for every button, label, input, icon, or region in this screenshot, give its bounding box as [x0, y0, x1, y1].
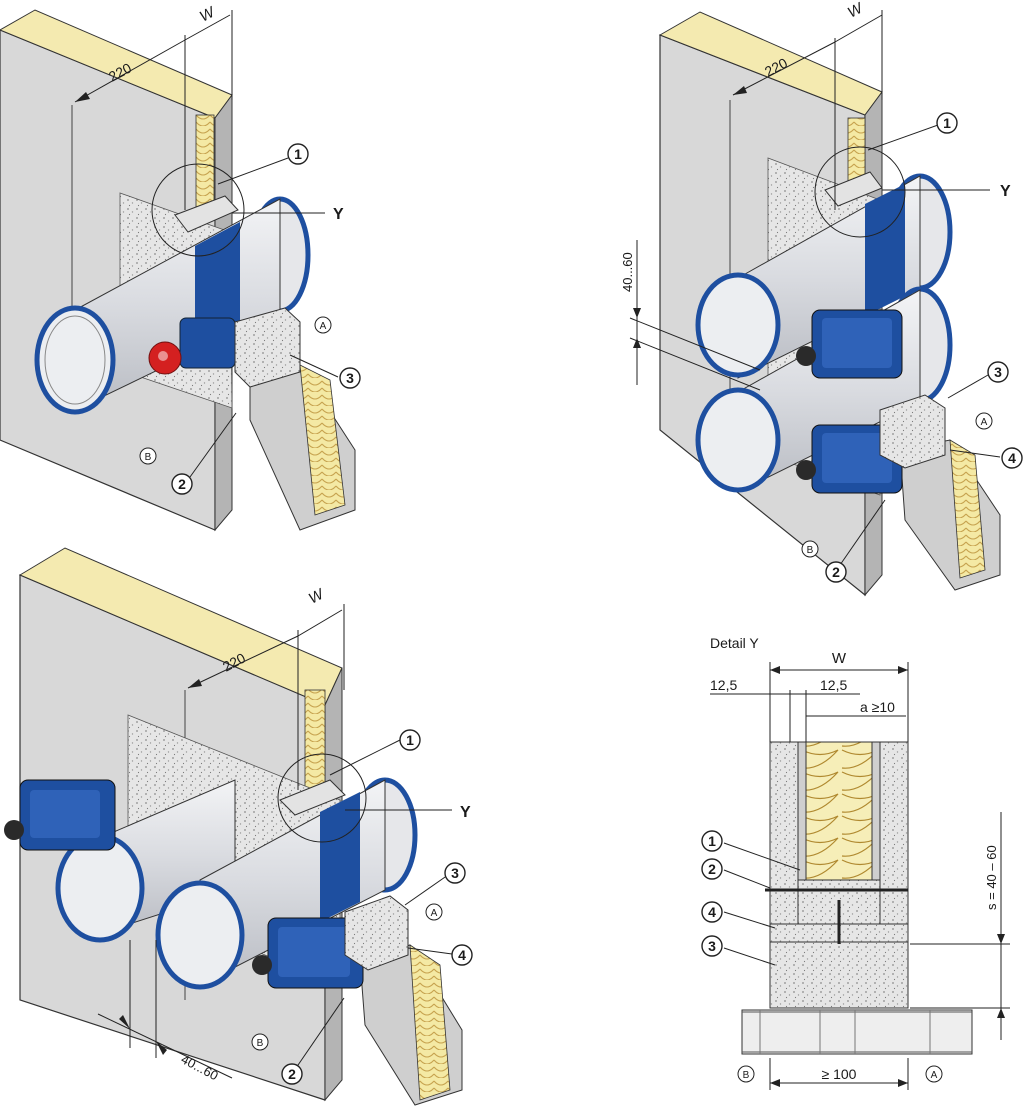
svg-text:4: 4	[1008, 450, 1016, 466]
detail-callout-b: B	[737, 1065, 755, 1083]
svg-text:2: 2	[288, 1066, 296, 1082]
dim-w: W	[845, 0, 867, 22]
panel-single-damper	[0, 9, 356, 532]
detail-y-labels: Detail Y W 12,5 12,5 a ≥10 s = 40 – 60 ≥…	[701, 635, 999, 1083]
svg-text:3: 3	[708, 938, 716, 954]
svg-text:4: 4	[708, 904, 716, 920]
callout-b: B	[251, 1033, 269, 1051]
callout-2: 2	[825, 561, 847, 583]
mortar-block-lower	[234, 307, 301, 388]
panel-side-by-side-dampers	[4, 547, 463, 1106]
callout-2: 2	[171, 473, 193, 495]
mortar-block-lower	[344, 895, 409, 971]
svg-text:2: 2	[178, 476, 186, 492]
detail-mortar-3	[769, 941, 909, 1009]
detail-title: Detail Y	[710, 635, 759, 651]
svg-text:B: B	[743, 1070, 750, 1081]
callout-3: 3	[987, 361, 1009, 383]
callout-b: B	[139, 447, 157, 465]
detail-dim-gap: a ≥10	[860, 699, 895, 715]
detail-callout-a: A	[925, 1065, 943, 1083]
detail-dim-s: s = 40 – 60	[984, 845, 999, 910]
duct-right-opening	[155, 880, 245, 990]
svg-text:B: B	[145, 452, 152, 463]
detail-board-right	[879, 741, 909, 925]
mortar-block-upper	[279, 779, 346, 816]
svg-text:2: 2	[832, 564, 840, 580]
detail-y-section	[710, 662, 1010, 1090]
wall-insulation-core	[304, 689, 326, 791]
svg-text:1: 1	[943, 115, 951, 131]
detail-dim-width: ≥ 100	[822, 1066, 857, 1082]
duct-right-band	[320, 792, 360, 922]
dim-w: W	[197, 3, 219, 26]
callout-a: A	[975, 412, 993, 430]
callout-3: 3	[339, 367, 361, 389]
detail-dim-w: W	[832, 650, 847, 667]
actuator-left	[4, 779, 116, 851]
duct-front-opening	[34, 305, 116, 415]
callout-3: 3	[444, 862, 466, 884]
duct-upper-band	[865, 184, 905, 316]
panel-3-labels: W 220 40...60 Y 1 3 4 2 A B	[179, 585, 473, 1085]
callout-1: 1	[936, 112, 958, 134]
dim-4060: 40...60	[620, 252, 635, 292]
callout-a: A	[314, 316, 332, 334]
svg-text:A: A	[431, 908, 438, 919]
duct-upper-opening	[695, 272, 781, 378]
actuator-upper	[796, 309, 903, 379]
duct-lower-opening	[695, 387, 781, 493]
svg-text:1: 1	[406, 732, 414, 748]
svg-text:3: 3	[451, 865, 459, 881]
svg-text:3: 3	[994, 364, 1002, 380]
callout-a: A	[425, 903, 443, 921]
svg-text:A: A	[320, 321, 327, 332]
dim-w: W	[306, 585, 328, 608]
mortar-block-lower	[879, 394, 946, 469]
svg-text:A: A	[931, 1070, 938, 1081]
callout-2: 2	[281, 1063, 303, 1085]
svg-text:4: 4	[458, 947, 466, 963]
callout-b: B	[801, 540, 819, 558]
lower-wall-insulation	[409, 944, 451, 1101]
svg-text:2: 2	[708, 861, 716, 877]
callout-1: 1	[399, 729, 421, 751]
svg-text:A: A	[981, 417, 988, 428]
panel-2-labels: W 220 40...60 Y 1 3 4 2 A B	[620, 0, 1023, 583]
dim-y: Y	[333, 206, 344, 223]
svg-text:1: 1	[708, 833, 716, 849]
detail-callout-4: 4	[701, 901, 723, 923]
panel-stacked-dampers	[629, 10, 1001, 597]
detail-board-left	[769, 741, 799, 925]
svg-text:1: 1	[294, 146, 302, 162]
callout-4: 4	[451, 944, 473, 966]
detail-callout-2: 2	[701, 858, 723, 880]
detail-callout-1: 1	[701, 830, 723, 852]
mortar-block-upper	[824, 171, 883, 207]
dim-y: Y	[460, 804, 471, 821]
svg-text:B: B	[257, 1038, 264, 1049]
duct-left-opening	[55, 833, 145, 943]
actuator-right	[252, 917, 364, 989]
lower-wall-insulation	[299, 364, 346, 516]
mortar-block-upper	[174, 195, 239, 233]
detail-duct-section	[741, 1009, 973, 1055]
svg-text:3: 3	[346, 370, 354, 386]
detail-dim-right: 12,5	[820, 677, 847, 693]
detail-callout-3: 3	[701, 935, 723, 957]
detail-screws	[765, 888, 908, 944]
dim-y: Y	[1000, 183, 1011, 200]
callout-4: 4	[1001, 447, 1023, 469]
detail-dim-left: 12,5	[710, 677, 737, 693]
svg-text:B: B	[807, 545, 814, 556]
lower-wall-insulation	[949, 439, 986, 579]
callout-1: 1	[287, 143, 309, 165]
